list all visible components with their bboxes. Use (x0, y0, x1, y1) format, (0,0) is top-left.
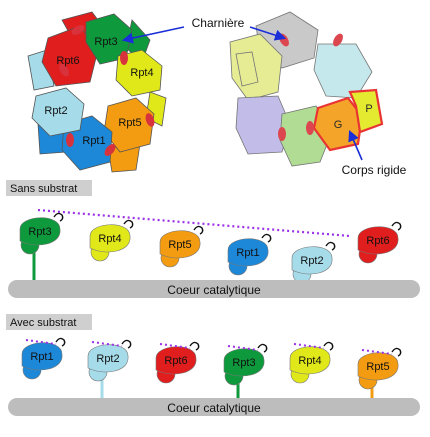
ring-label-rpt4: Rpt4 (130, 67, 153, 79)
hinge-left-2 (71, 25, 85, 35)
hinge-right-4 (278, 127, 286, 141)
ring-label-rpt5: Rpt5 (118, 117, 141, 129)
substrate-dots (25, 339, 57, 345)
subunit-body (89, 224, 131, 253)
subunit-rpt6-no-substrate: Rpt6 (357, 221, 402, 264)
subunit-body (357, 352, 399, 381)
subunit-label-rpt4: Rpt4 (98, 233, 121, 245)
subunit-hook (123, 219, 134, 229)
subunit-label-rpt2: Rpt2 (96, 353, 119, 365)
subunit-hook (257, 343, 268, 353)
hinge-right-2 (333, 33, 343, 47)
with-substrate-header-bg (6, 314, 92, 330)
substrate-dots (293, 343, 325, 349)
subunit-rpt6-with-substrate: Rpt6 (155, 341, 200, 384)
substrate-dots (159, 343, 191, 349)
subunit-rpt1-no-substrate: Rpt1 (227, 233, 272, 276)
subunit-hook (121, 339, 132, 349)
subunit-rpt2-no-substrate: Rpt2 (291, 241, 336, 284)
no-substrate-header-bg (6, 180, 92, 196)
core-bar-bottom (8, 398, 420, 416)
hinge-left-3 (120, 51, 128, 65)
rigid-body-label: Corps rigide (342, 163, 407, 177)
subunit-body (357, 226, 399, 255)
hinge-arrow-right (249, 26, 287, 41)
subunit-label-rpt6: Rpt6 (366, 235, 389, 247)
substrate-dots (361, 349, 393, 355)
subunit-body (19, 217, 61, 246)
no-substrate-dotted-line (37, 208, 351, 238)
subunit-body (289, 346, 331, 375)
ring-label-rpt2: Rpt2 (44, 105, 67, 117)
hinge-annotation: Charnière (121, 16, 287, 44)
subunit-body (87, 344, 129, 373)
hinge-arrow-left (121, 26, 185, 44)
hinge-label: Charnière (192, 16, 245, 30)
ring-label-rpt1: Rpt1 (82, 135, 105, 147)
no-substrate-header: Sans substrat (10, 183, 77, 195)
subunit-hook (189, 341, 200, 351)
pale-lavender-subunit (235, 95, 291, 155)
subunit-label-rpt2: Rpt2 (300, 255, 323, 267)
hinge-left-4 (145, 113, 155, 127)
subunit-body (159, 230, 201, 259)
subunit-body (21, 342, 63, 371)
subunit-rpt3-with-substrate: Rpt3 (223, 343, 268, 398)
subunit-hook (193, 225, 204, 235)
rpt4-left-large (115, 49, 163, 97)
subunit-rpt5-with-substrate: Rpt5 (357, 347, 402, 398)
subunit-label-rpt6: Rpt6 (164, 355, 187, 367)
subunit-label-rpt1: Rpt1 (236, 247, 259, 259)
pale-yellow-small (235, 51, 259, 87)
right-hexamer-ring: G P (229, 11, 384, 167)
rigid-body-annotation: Corps rigide (342, 129, 407, 177)
subunit-label-rpt3: Rpt3 (232, 357, 255, 369)
rigid-body-arrow (348, 129, 363, 161)
hinge-right-3 (306, 121, 314, 135)
subunit-hook (55, 337, 66, 347)
subunit-hook (323, 341, 334, 351)
with-substrate-header: Avec substrat (10, 317, 76, 329)
subunit-rpt4-with-substrate: Rpt4 (289, 341, 334, 384)
hinge-left-6 (66, 133, 74, 147)
hinge-left-5 (104, 144, 116, 156)
label-g: G (334, 119, 343, 131)
label-p: P (365, 103, 372, 115)
subunit-label-rpt5: Rpt5 (168, 239, 191, 251)
subunit-body (291, 246, 333, 275)
subunit-body (155, 346, 197, 375)
rpt2-left-large (31, 87, 85, 137)
core-label-bottom: Coeur catalytique (167, 401, 261, 415)
subunit-label-rpt5: Rpt5 (366, 361, 389, 373)
core-bar-top (8, 280, 420, 298)
hinge-left-1 (59, 63, 69, 77)
subunit-rpt4-no-substrate: Rpt4 (89, 219, 134, 262)
subunit-rpt5-no-substrate: Rpt5 (159, 225, 204, 268)
subunit-rpt3-no-substrate: Rpt3 (19, 212, 64, 280)
subunit-hook (261, 233, 272, 243)
ring-label-rpt3: Rpt3 (94, 36, 117, 48)
substrate-dots (91, 341, 123, 347)
subunit-hook (325, 241, 336, 251)
subunit-hook (391, 347, 402, 357)
subunit-rpt2-with-substrate: Rpt2 (87, 339, 132, 398)
subunit-body (223, 348, 265, 377)
subunit-label-rpt1: Rpt1 (30, 351, 53, 363)
subunit-rpt1-with-substrate: Rpt1 (21, 337, 66, 380)
left-hexamer-ring: Rpt3 Rpt6 Rpt4 Rpt2 Rpt5 Rpt1 (27, 11, 167, 173)
subunit-label-rpt3: Rpt3 (28, 226, 51, 238)
subunit-label-rpt4: Rpt4 (298, 355, 321, 367)
subunit-body (227, 238, 269, 267)
subunit-hook (53, 212, 64, 222)
subunit-hook (391, 221, 402, 231)
core-label-top: Coeur catalytique (167, 283, 261, 297)
substrate-dots (227, 345, 259, 351)
rigid-body-p-domain (348, 88, 384, 134)
ring-label-rpt6: Rpt6 (56, 55, 79, 67)
